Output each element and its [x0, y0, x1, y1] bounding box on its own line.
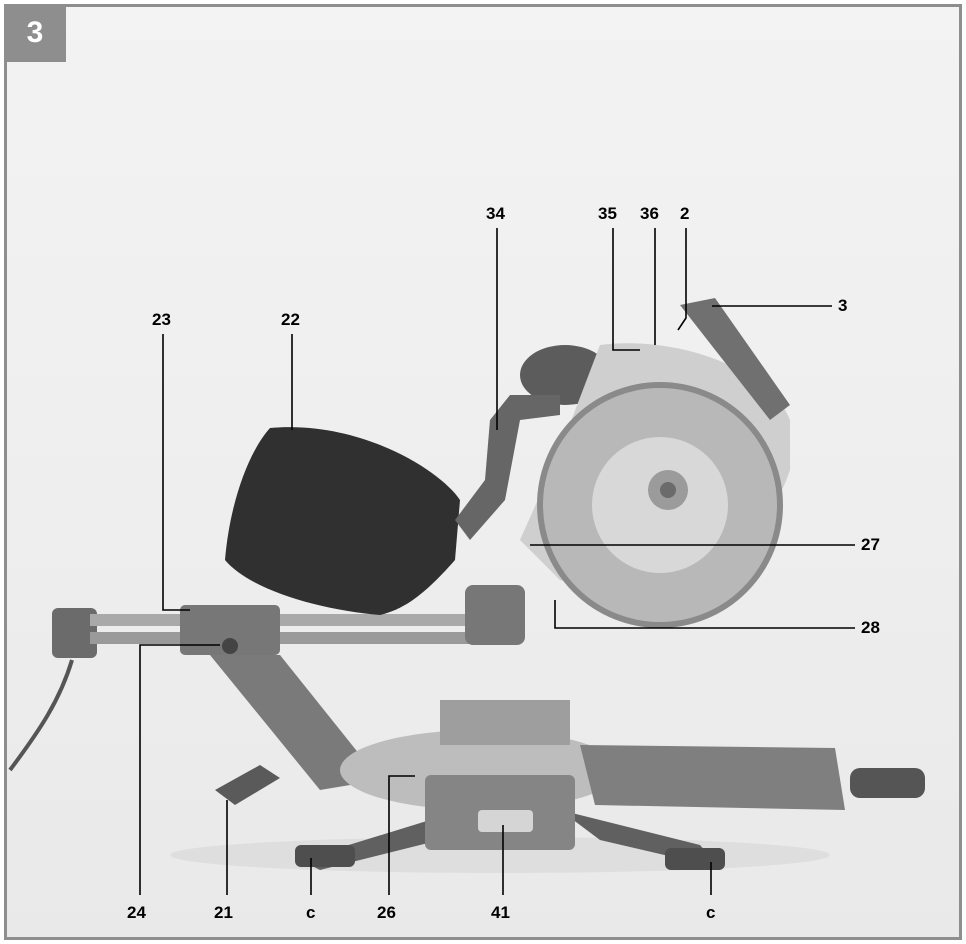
callout-35: 35: [598, 204, 617, 223]
figure-number-badge: 3: [4, 4, 66, 62]
callout-21: 21: [214, 903, 233, 922]
leader-23: [162, 334, 190, 611]
support-arm: [210, 655, 380, 790]
base-foot-left: [295, 845, 355, 867]
top-handle: [680, 298, 790, 420]
callout-c-left: c: [306, 903, 316, 922]
leader-35: [612, 228, 640, 351]
callout-28: 28: [861, 618, 880, 637]
leader-2: [677, 228, 687, 331]
power-cord: [8, 659, 74, 772]
leader-24: [139, 644, 220, 895]
clamp-handle: [215, 765, 280, 805]
leader-26: [388, 775, 415, 895]
right-handle: [850, 768, 925, 798]
front-lock: [478, 810, 533, 832]
arbor-bolt: [660, 482, 676, 498]
callout-26: 26: [377, 903, 396, 922]
fence: [440, 700, 570, 745]
callout-24: 24: [127, 903, 146, 922]
leader-28: [554, 600, 855, 629]
callout-22: 22: [281, 310, 300, 329]
saw-handle: [455, 395, 560, 540]
callout-leader-lines: [139, 228, 855, 895]
rail-end-cap: [52, 608, 97, 658]
callout-41: 41: [491, 903, 510, 922]
callout-23: 23: [152, 310, 171, 329]
base-foot-right: [665, 848, 725, 870]
callout-c-right: c: [706, 903, 716, 922]
callout-34: 34: [486, 204, 505, 223]
rail-carriage: [180, 605, 280, 655]
dust-bag: [225, 427, 460, 615]
callout-27: 27: [861, 535, 880, 554]
carriage-knob: [222, 638, 238, 654]
pivot-bracket: [465, 585, 525, 645]
callout-2: 2: [680, 204, 690, 223]
callout-36: 36: [640, 204, 659, 223]
callout-3: 3: [838, 296, 848, 315]
right-extension: [580, 745, 845, 810]
